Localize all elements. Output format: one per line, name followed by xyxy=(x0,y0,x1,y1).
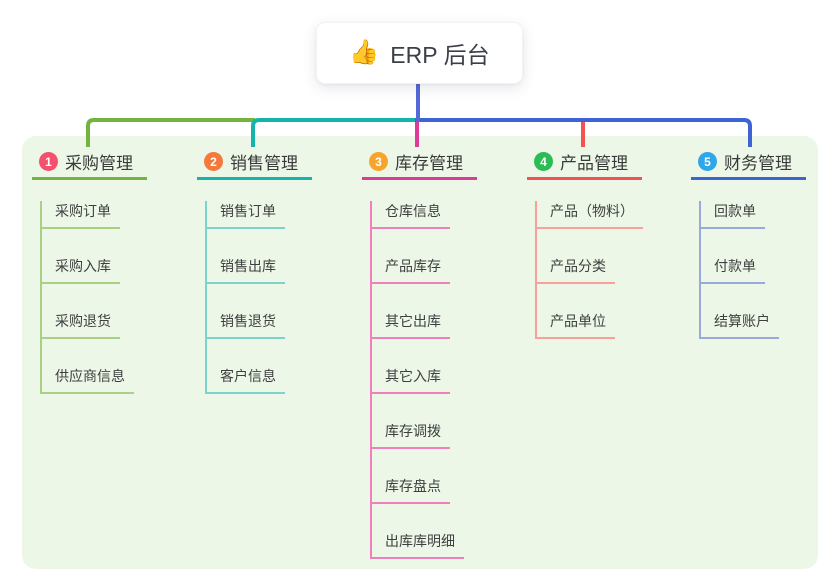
child-node[interactable]: 产品分类 xyxy=(537,256,615,284)
child-label: 供应商信息 xyxy=(55,368,125,384)
child-node[interactable]: 产品库存 xyxy=(372,256,450,284)
branch-number-badge: 2 xyxy=(204,152,223,171)
branch-title-node[interactable]: 1 采购管理 xyxy=(32,146,147,180)
child-node[interactable]: 供应商信息 xyxy=(42,366,134,394)
child-node[interactable]: 采购退货 xyxy=(42,311,120,339)
child-node[interactable]: 回款单 xyxy=(701,201,765,229)
child-label: 采购订单 xyxy=(55,203,111,219)
child-node[interactable]: 销售订单 xyxy=(207,201,285,229)
child-node[interactable]: 仓库信息 xyxy=(372,201,450,229)
child-label: 采购退货 xyxy=(55,313,111,329)
branch: 1 采购管理 采购订单采购入库采购退货供应商信息 xyxy=(32,146,147,394)
child-node[interactable]: 其它出库 xyxy=(372,311,450,339)
branch-title-node[interactable]: 4 产品管理 xyxy=(527,146,642,180)
child-node[interactable]: 结算账户 xyxy=(701,311,779,339)
branch: 4 产品管理 产品（物料） 产品分类产品单位 xyxy=(527,146,643,339)
child-label: 产品分类 xyxy=(550,258,606,274)
child-label: 回款单 xyxy=(714,203,756,219)
branch-number-badge: 4 xyxy=(534,152,553,171)
child-label: 库存盘点 xyxy=(385,478,441,494)
branches-panel xyxy=(22,136,818,569)
child-node[interactable]: 销售退货 xyxy=(207,311,285,339)
child-node[interactable]: 采购订单 xyxy=(42,201,120,229)
root-title: ERP 后台 xyxy=(390,42,490,68)
branch-title-node[interactable]: 5 财务管理 xyxy=(691,146,806,180)
child-label: 仓库信息 xyxy=(385,203,441,219)
child-node[interactable]: 库存调拨 xyxy=(372,421,450,449)
child-node[interactable]: 付款单 xyxy=(701,256,765,284)
child-node[interactable]: 产品（物料） xyxy=(537,201,643,229)
child-label: 客户信息 xyxy=(220,368,276,384)
child-label: 其它出库 xyxy=(385,313,441,329)
child-label: 销售出库 xyxy=(220,258,276,274)
child-label: 库存调拨 xyxy=(385,423,441,439)
branch-title-label: 库存管理 xyxy=(395,154,463,173)
child-label: 结算账户 xyxy=(714,313,770,329)
child-node[interactable]: 产品单位 xyxy=(537,311,615,339)
branch-title-node[interactable]: 2 销售管理 xyxy=(197,146,312,180)
child-node[interactable]: 客户信息 xyxy=(207,366,285,394)
child-node[interactable]: 出库库明细 xyxy=(372,531,464,559)
branch-title-label: 财务管理 xyxy=(724,154,792,173)
branch-number-badge: 3 xyxy=(369,152,388,171)
child-label: 产品库存 xyxy=(385,258,441,274)
child-node[interactable]: 库存盘点 xyxy=(372,476,450,504)
child-label: 产品（物料） xyxy=(550,203,634,219)
child-label: 采购入库 xyxy=(55,258,111,274)
child-label: 付款单 xyxy=(714,258,756,274)
branch-children: 采购订单采购入库采购退货供应商信息 xyxy=(40,201,134,394)
branch-title-label: 产品管理 xyxy=(560,154,628,173)
branch-number-badge: 1 xyxy=(39,152,58,171)
branch: 2 销售管理 销售订单销售出库销售退货客户信息 xyxy=(197,146,312,394)
branch-number-badge: 5 xyxy=(698,152,717,171)
branch-title-node[interactable]: 3 库存管理 xyxy=(362,146,477,180)
child-label: 销售订单 xyxy=(220,203,276,219)
child-node[interactable]: 其它入库 xyxy=(372,366,450,394)
branch-children: 回款单付款单结算账户 xyxy=(699,201,779,339)
branch-title-label: 销售管理 xyxy=(230,154,298,173)
child-node[interactable]: 采购入库 xyxy=(42,256,120,284)
thumbs-up-icon: 👍 xyxy=(349,39,380,66)
child-label: 出库库明细 xyxy=(385,533,455,549)
branch-children: 仓库信息产品库存其它出库其它入库库存调拨库存盘点出库库明细 xyxy=(370,201,464,559)
child-label: 产品单位 xyxy=(550,313,606,329)
branch: 3 库存管理 仓库信息产品库存其它出库其它入库库存调拨库存盘点出库库明细 xyxy=(362,146,477,559)
child-label: 其它入库 xyxy=(385,368,441,384)
child-node[interactable]: 销售出库 xyxy=(207,256,285,284)
child-label: 销售退货 xyxy=(220,313,276,329)
branch-children: 销售订单销售出库销售退货客户信息 xyxy=(205,201,285,394)
branch-children: 产品（物料） 产品分类产品单位 xyxy=(535,201,643,339)
branch-title-label: 采购管理 xyxy=(65,154,133,173)
branch: 5 财务管理 回款单付款单结算账户 xyxy=(691,146,806,339)
root-node[interactable]: 👍 ERP 后台 xyxy=(316,22,523,84)
